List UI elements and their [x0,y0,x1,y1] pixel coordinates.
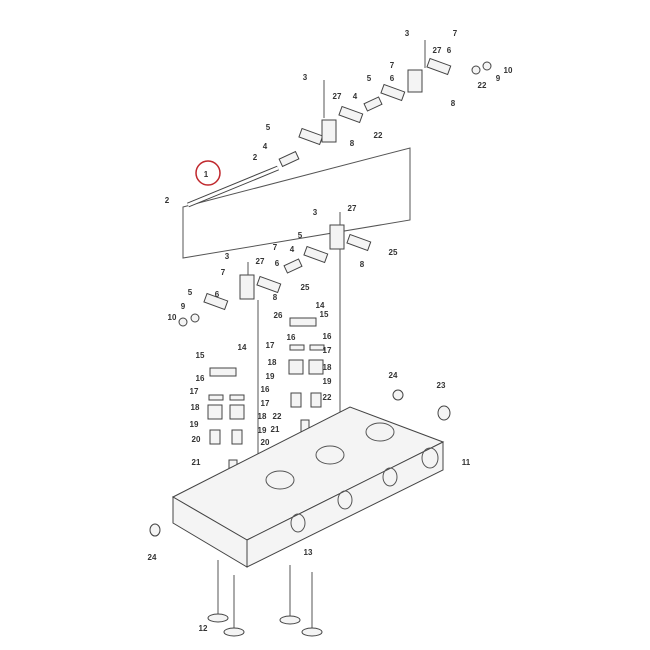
callout-10: 10 [504,66,513,75]
callout-18: 18 [268,358,277,367]
cylinder-head [149,389,451,568]
callout-18: 18 [323,363,332,372]
callout-5: 5 [188,288,193,297]
callout-1: 1 [204,170,209,179]
callout-24: 24 [389,371,398,380]
callout-17: 17 [266,341,275,350]
callout-7: 7 [453,29,458,38]
callout-9: 9 [496,74,501,83]
callout-6: 6 [390,74,395,83]
rocker-shaft-group-outline [182,147,411,259]
callout-18: 18 [258,412,267,421]
callout-21: 21 [271,425,280,434]
callout-6: 6 [215,290,220,299]
callout-19: 19 [190,420,199,429]
callout-2: 2 [165,196,170,205]
callout-8: 8 [360,260,365,269]
callout-3: 3 [313,208,318,217]
callout-3: 3 [225,252,230,261]
callout-17: 17 [261,399,270,408]
callout-3: 3 [405,29,410,38]
callout-15: 15 [320,310,329,319]
callout-16: 16 [196,374,205,383]
callout-22: 22 [323,393,332,402]
callout-8: 8 [273,293,278,302]
callout-8: 8 [350,139,355,148]
highlight-circle [195,160,221,186]
callout-5: 5 [266,123,271,132]
callout-27: 27 [256,257,265,266]
callout-14: 14 [238,343,247,352]
callout-27: 27 [433,46,442,55]
callout-7: 7 [221,268,226,277]
callout-3: 3 [303,73,308,82]
callout-8: 8 [451,99,456,108]
callout-10: 10 [168,313,177,322]
callout-26: 26 [274,311,283,320]
callout-19: 19 [258,426,267,435]
callout-23: 23 [437,381,446,390]
callout-17: 17 [190,387,199,396]
callout-4: 4 [263,142,268,151]
callout-22: 22 [273,412,282,421]
callout-18: 18 [191,403,200,412]
callout-7: 7 [273,243,278,252]
callout-16: 16 [323,332,332,341]
callout-22: 22 [374,131,383,140]
callout-24: 24 [148,553,157,562]
callout-15: 15 [196,351,205,360]
callout-13: 13 [304,548,313,557]
callout-16: 16 [261,385,270,394]
callout-19: 19 [266,372,275,381]
callout-27: 27 [333,92,342,101]
callout-7: 7 [390,61,395,70]
callout-2: 2 [253,153,258,162]
callout-12: 12 [199,624,208,633]
callout-22: 22 [478,81,487,90]
valves [207,560,323,637]
callout-5: 5 [298,231,303,240]
callout-19: 19 [323,377,332,386]
callout-25: 25 [301,283,310,292]
callout-11: 11 [462,458,471,467]
callout-20: 20 [261,438,270,447]
callout-4: 4 [290,245,295,254]
callout-25: 25 [389,248,398,257]
callout-6: 6 [275,259,280,268]
callout-27: 27 [348,204,357,213]
callout-6: 6 [447,46,452,55]
callout-20: 20 [192,435,201,444]
callout-4: 4 [353,92,358,101]
rocker-arms [178,40,492,520]
callout-21: 21 [192,458,201,467]
callout-14: 14 [316,301,325,310]
callout-16: 16 [287,333,296,342]
callout-17: 17 [323,346,332,355]
callout-5: 5 [367,74,372,83]
callout-9: 9 [181,302,186,311]
